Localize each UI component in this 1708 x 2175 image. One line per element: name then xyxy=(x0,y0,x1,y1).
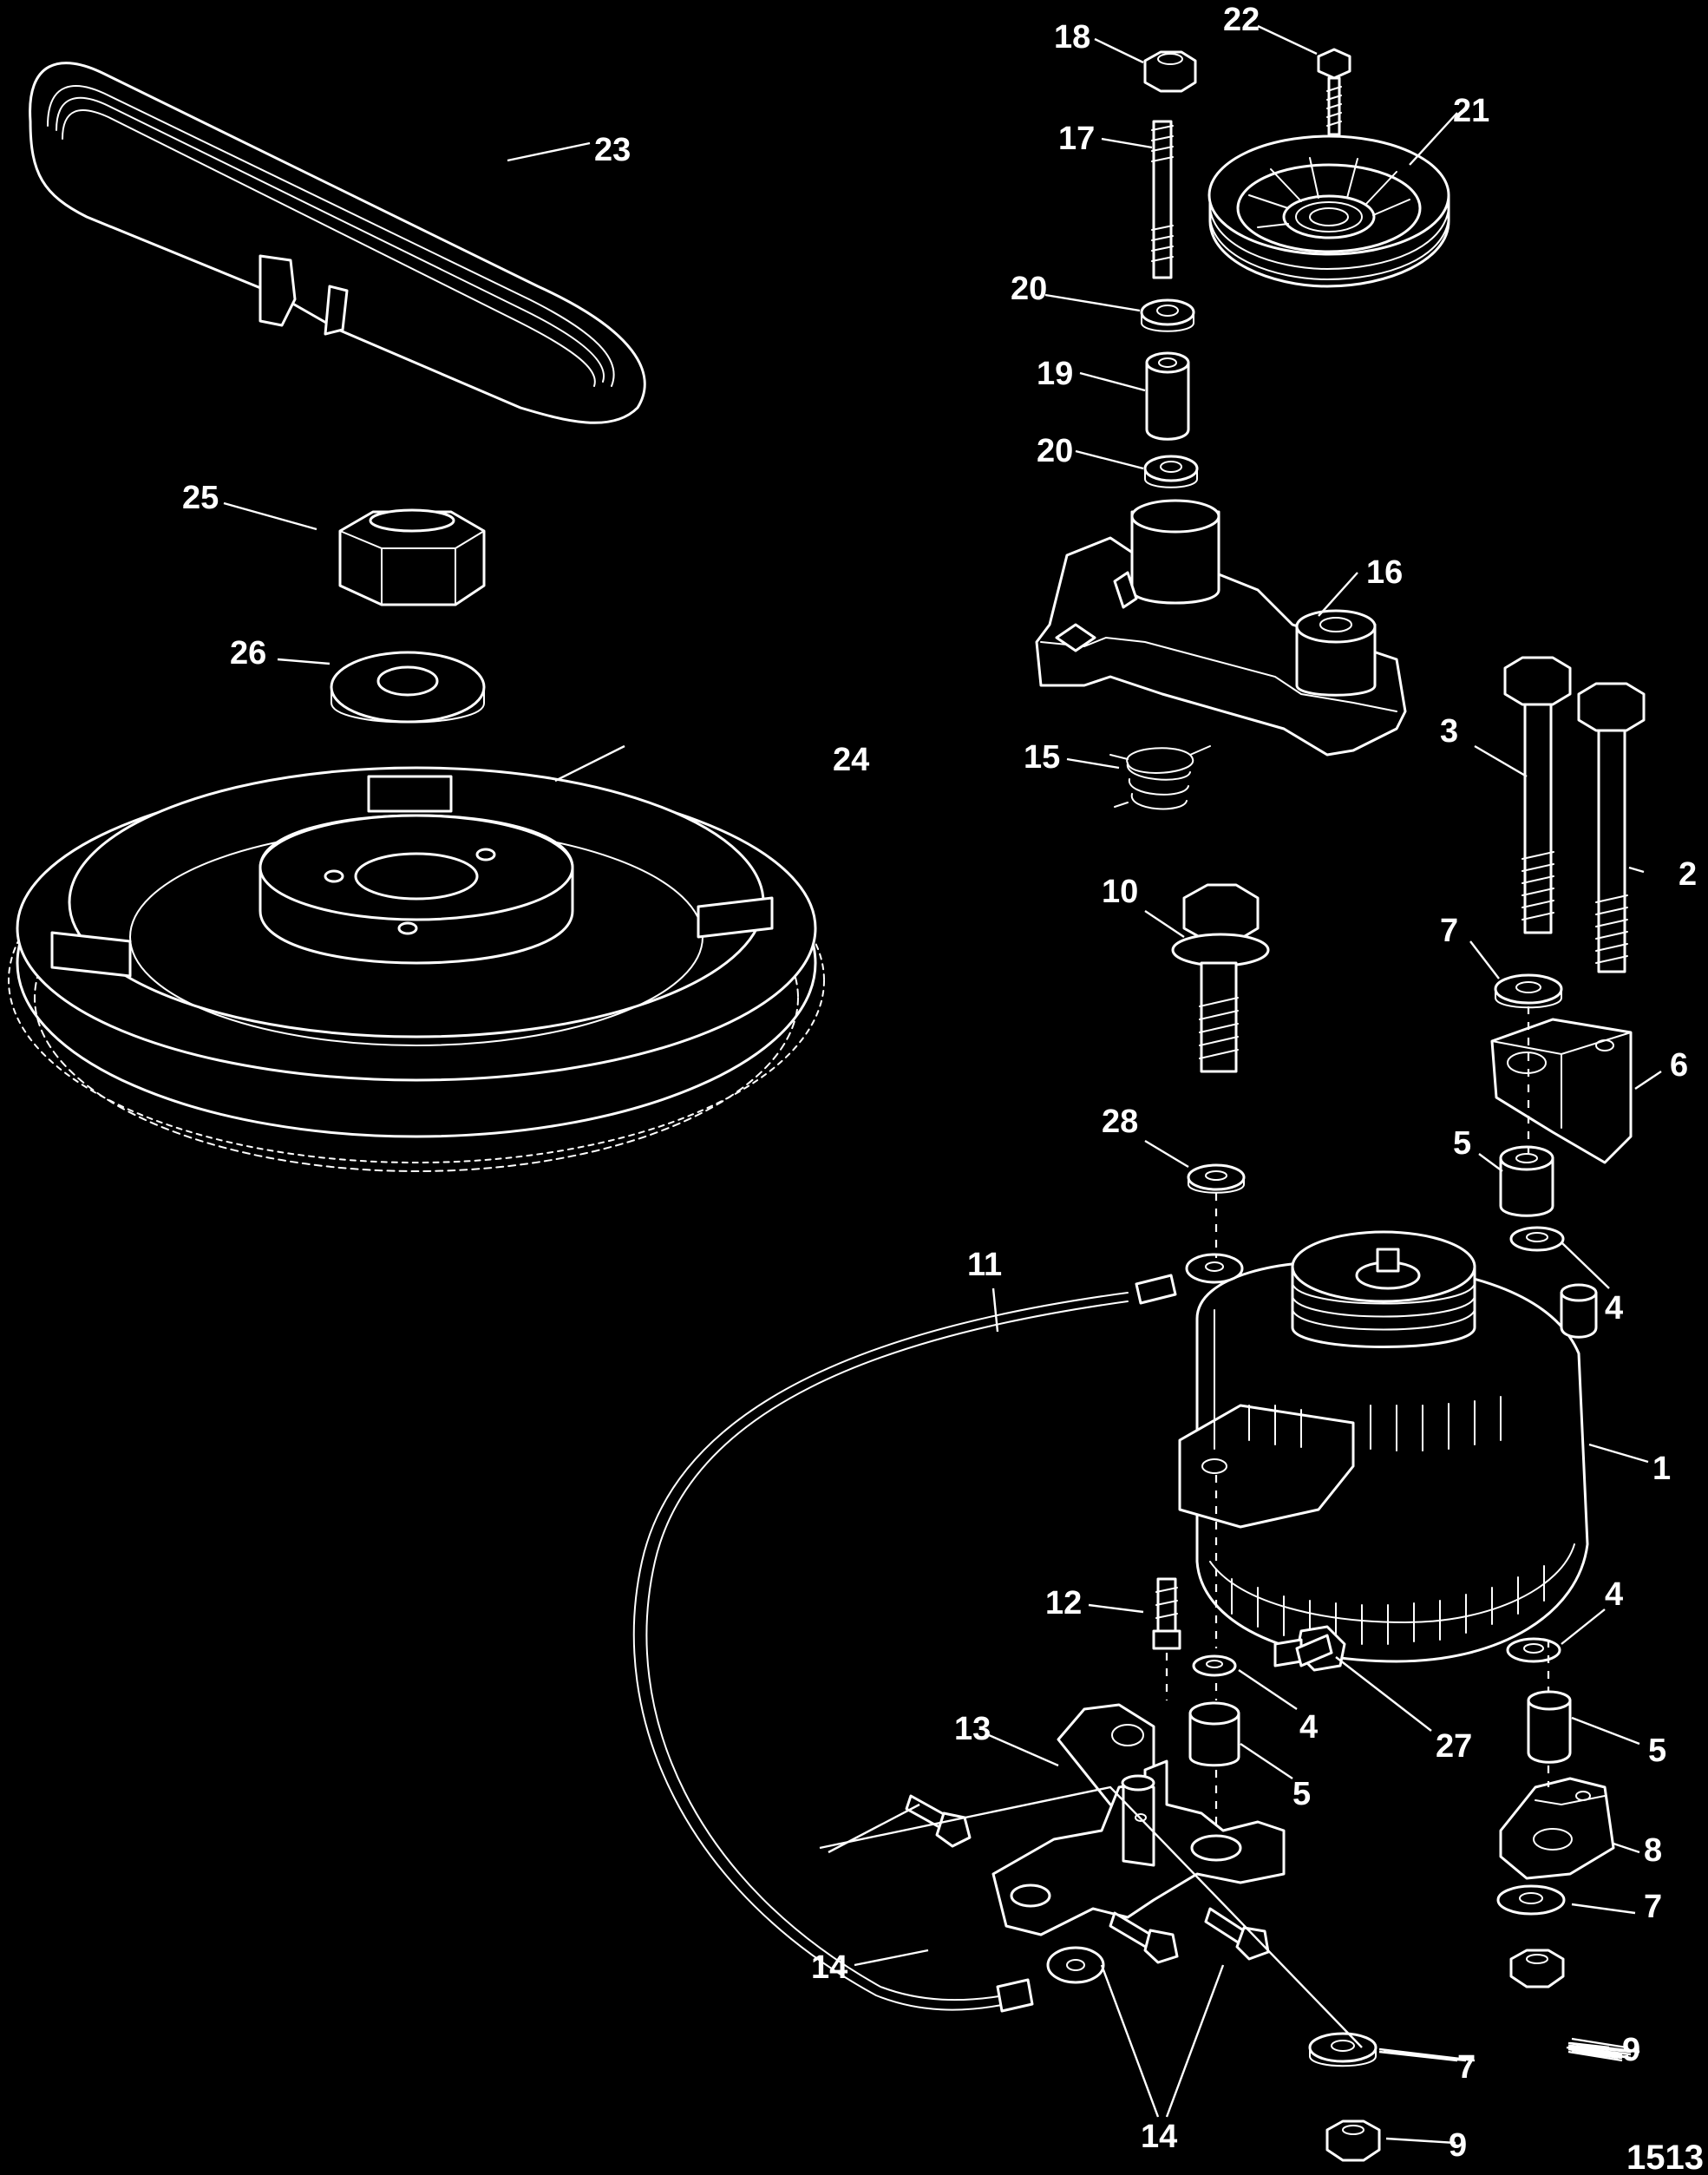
callout-17: 17 xyxy=(1058,121,1095,157)
assembly-lines xyxy=(1165,1006,1550,1831)
part-18-nut xyxy=(1143,50,1197,93)
part-13-mounting-bracket xyxy=(991,1703,1286,1936)
part-4-washer-right xyxy=(1506,1637,1561,1663)
callout-5-right: 5 xyxy=(1648,1733,1666,1769)
part-16-tensioner-arm xyxy=(1035,499,1407,757)
callout-2: 2 xyxy=(1679,856,1697,893)
callout-4-right: 4 xyxy=(1605,1576,1623,1613)
callout-28: 28 xyxy=(1102,1104,1138,1140)
part-3-bolt xyxy=(1503,656,1572,934)
part-14-bolt-middle xyxy=(1109,1911,1179,1964)
part-14-bolt-right xyxy=(1204,1907,1270,1961)
callout-18: 18 xyxy=(1054,19,1090,56)
part-7-washer-upper xyxy=(1494,973,1563,1009)
callout-7-bottom: 7 xyxy=(1457,2049,1476,2086)
part-21-idler-pulley xyxy=(1207,134,1450,288)
part-15-spring xyxy=(1109,745,1211,810)
callout-24: 24 xyxy=(833,742,869,778)
part-4-washer-upper xyxy=(1509,1226,1565,1252)
part-24-flywheel xyxy=(8,766,825,1172)
part-20-washer-upper xyxy=(1140,298,1195,332)
part-12-terminal-stud xyxy=(1152,1577,1181,1650)
callout-11: 11 xyxy=(967,1247,1002,1283)
callout-8: 8 xyxy=(1644,1832,1662,1869)
callout-10: 10 xyxy=(1102,874,1138,910)
part-9-nut-right xyxy=(1509,1949,1565,1988)
leader-lines xyxy=(223,24,1662,2145)
part-9-nut-bottom xyxy=(1325,2119,1381,2162)
callout-22: 22 xyxy=(1223,2,1260,38)
part-22-screw xyxy=(1317,48,1351,136)
callout-4-upper: 4 xyxy=(1605,1290,1623,1327)
part-26-washer xyxy=(330,651,486,724)
part-5-bushing-upper xyxy=(1499,1145,1554,1217)
part-10-flange-bolt xyxy=(1171,883,1270,1073)
callout-9-right: 9 xyxy=(1622,2032,1640,2068)
callout-3: 3 xyxy=(1440,713,1458,750)
callout-14-bottom: 14 xyxy=(1141,2119,1177,2155)
part-25-flywheel-nut xyxy=(338,508,486,606)
callout-21: 21 xyxy=(1453,93,1489,129)
callout-7-right: 7 xyxy=(1644,1889,1662,1925)
part-7-washer-right xyxy=(1496,1884,1566,1916)
callout-25: 25 xyxy=(182,480,219,516)
part-17-stud xyxy=(1151,120,1174,279)
part-8-mount xyxy=(1499,1777,1615,1880)
callout-4-middle: 4 xyxy=(1299,1709,1318,1746)
callout-16: 16 xyxy=(1366,554,1403,591)
callout-27: 27 xyxy=(1436,1728,1472,1765)
part-1-alternator xyxy=(1178,1230,1598,1672)
callout-26: 26 xyxy=(230,635,266,671)
part-5-bushing-middle xyxy=(1188,1701,1240,1767)
part-7-washer-bottom xyxy=(1308,2032,1378,2067)
callout-labels: 1 2 3 4 4 4 5 5 5 6 7 7 7 8 9 9 10 11 12… xyxy=(182,2,1697,2164)
callout-6: 6 xyxy=(1670,1047,1688,1084)
callout-15: 15 xyxy=(1024,739,1060,776)
callout-12: 12 xyxy=(1045,1585,1082,1621)
callout-20-lower: 20 xyxy=(1037,433,1073,469)
part-6-bracket xyxy=(1490,1018,1633,1164)
callout-5-middle: 5 xyxy=(1292,1776,1311,1812)
figure-number: 1513 xyxy=(1626,2139,1704,2175)
callout-9-bottom: 9 xyxy=(1449,2127,1467,2164)
callout-13: 13 xyxy=(954,1711,991,1747)
part-11-ground-wire xyxy=(632,1253,1244,2013)
part-20-washer-lower xyxy=(1143,455,1199,488)
callout-5-upper: 5 xyxy=(1453,1125,1471,1162)
part-28-washer xyxy=(1187,1163,1246,1194)
part-19-spacer xyxy=(1145,351,1190,441)
part-23-drive-belt xyxy=(29,62,646,424)
part-4-washer-middle xyxy=(1192,1654,1237,1677)
callout-7-upper: 7 xyxy=(1440,913,1458,949)
callout-14-left: 14 xyxy=(811,1949,847,1986)
part-2-bolt xyxy=(1577,682,1646,973)
callout-19: 19 xyxy=(1037,356,1073,392)
callout-1: 1 xyxy=(1652,1451,1671,1487)
callout-23: 23 xyxy=(594,132,631,168)
callout-20-upper: 20 xyxy=(1011,271,1047,307)
part-27-stud xyxy=(1295,1634,1333,1667)
part-5-bushing-right xyxy=(1527,1690,1572,1764)
